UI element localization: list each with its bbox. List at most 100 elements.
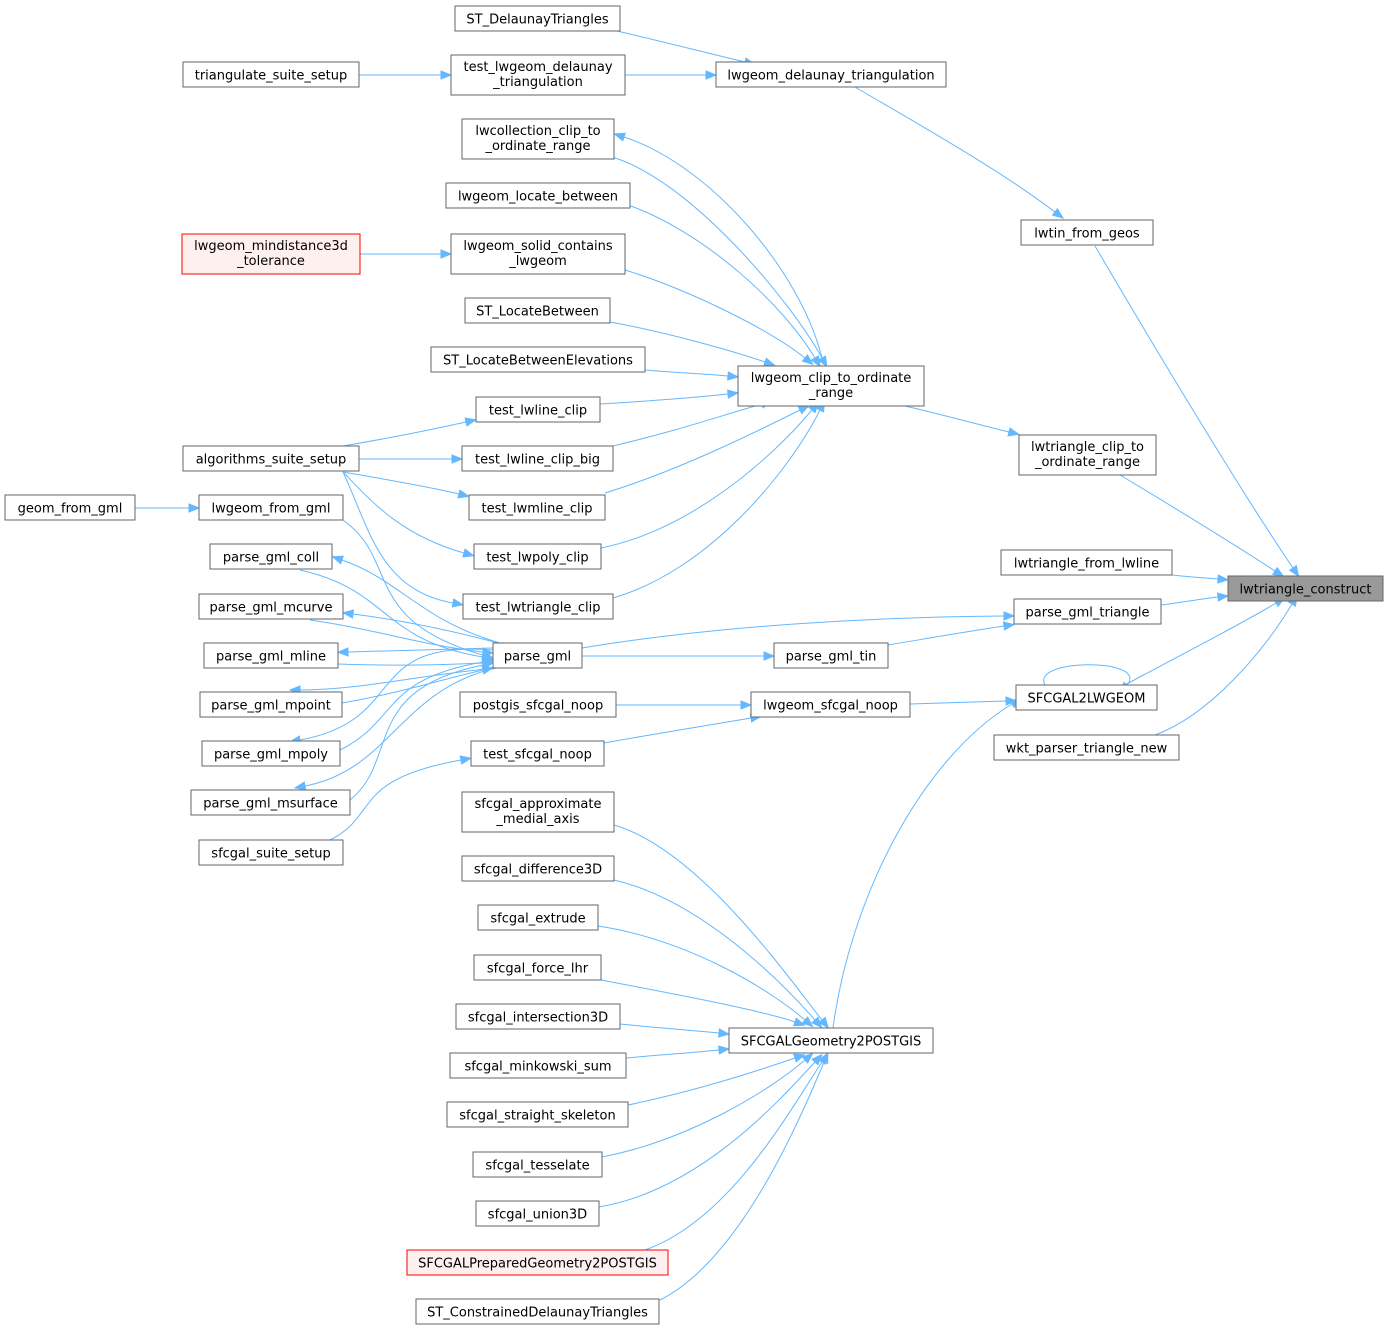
node-label: test_lwpoly_clip — [486, 551, 588, 566]
node-pg-sfcgal-noop[interactable]: postgis_sfcgal_noop — [459, 691, 617, 718]
node-label: parse_gml_tin — [786, 650, 877, 665]
node-mindist[interactable]: lwgeom_mindistance3d_tolerance — [181, 233, 361, 275]
edge-parse_gml-to-parse_gml_tin — [582, 651, 776, 661]
node-sfcgal-suite[interactable]: sfcgal_suite_setup — [198, 839, 344, 866]
node-box — [472, 1151, 603, 1178]
node-parse-gml-triangle[interactable]: parse_gml_triangle — [1013, 598, 1162, 625]
node-tri-from-lwline[interactable]: lwtriangle_from_lwline — [1000, 549, 1173, 576]
node-test-lwline-clip-big[interactable]: test_lwline_clip_big — [461, 445, 614, 472]
node-sfcgal2postgis[interactable]: SFCGALGeometry2POSTGIS — [728, 1027, 934, 1054]
node-test-delaunay[interactable]: test_lwgeom_delaunay_triangulation — [450, 54, 626, 96]
node-sfcgal-prep[interactable]: SFCGALPreparedGeometry2POSTGIS — [406, 1249, 669, 1276]
edge-line — [1119, 474, 1276, 572]
node-clip-ord[interactable]: lwgeom_clip_to_ordinate_range — [737, 365, 925, 407]
node-lwgeom-sfcgal-noop[interactable]: lwgeom_sfcgal_noop — [750, 691, 911, 718]
node-tri-clip[interactable]: lwtriangle_clip_to_ordinate_range — [1018, 434, 1157, 476]
node-sfcgal-extrude[interactable]: sfcgal_extrude — [477, 904, 599, 931]
node-parse-gml-tin[interactable]: parse_gml_tin — [773, 642, 889, 669]
node-label: lwtriangle_clip_to — [1031, 440, 1144, 455]
node-parse-gml[interactable]: parse_gml — [492, 642, 583, 669]
node-st-locate[interactable]: ST_LocateBetween — [464, 297, 611, 324]
arrowhead-icon — [792, 1053, 806, 1063]
edge-line — [598, 1061, 816, 1208]
node-box — [461, 791, 615, 833]
node-st-locate-elev[interactable]: ST_LocateBetweenElevations — [430, 346, 646, 373]
edge-line — [832, 703, 1013, 1029]
node-sfcgal-medial[interactable]: sfcgal_approximate_medial_axis — [461, 791, 615, 833]
edge-line — [613, 879, 816, 1021]
node-test-lwmline-clip[interactable]: test_lwmline_clip — [468, 494, 606, 521]
node-box — [446, 1101, 629, 1128]
arrowhead-icon — [810, 355, 821, 368]
node-geom-from-gml[interactable]: geom_from_gml — [4, 494, 136, 521]
node-test-lwtri-clip[interactable]: test_lwtriangle_clip — [462, 593, 614, 620]
node-st-cdt[interactable]: ST_ConstrainedDelaunayTriangles — [415, 1298, 660, 1325]
node-sfcgal-union[interactable]: sfcgal_union3D — [475, 1200, 600, 1227]
node-root[interactable]: lwtriangle_construct — [1227, 575, 1384, 602]
arrowhead-icon — [762, 357, 776, 367]
edge-line — [619, 1023, 720, 1034]
node-label: lwgeom_delaunay_triangulation — [727, 69, 934, 84]
node-parse-gml-mpoly[interactable]: parse_gml_mpoly — [201, 740, 341, 767]
node-parse-gml-mpoint[interactable]: parse_gml_mpoint — [199, 691, 343, 718]
node-box — [715, 61, 947, 88]
node-label: sfcgal_difference3D — [474, 863, 602, 878]
node-parse-gml-msurface[interactable]: parse_gml_msurface — [190, 789, 351, 816]
arrowhead-icon — [1002, 621, 1016, 631]
node-box — [450, 54, 626, 96]
node-test-lwline-clip[interactable]: test_lwline_clip — [475, 396, 601, 423]
node-box — [182, 61, 360, 88]
arrowhead-icon — [763, 651, 776, 661]
arrowhead-icon — [440, 249, 453, 259]
node-wkt-tri[interactable]: wkt_parser_triangle_new — [993, 734, 1180, 761]
node-box — [455, 1003, 621, 1030]
edge-line — [627, 1057, 796, 1106]
node-parse-gml-coll[interactable]: parse_gml_coll — [209, 543, 333, 570]
node-label: _ordinate_range — [484, 139, 590, 154]
edge-line — [1094, 245, 1294, 569]
node-sfcgal-diff[interactable]: sfcgal_difference3D — [461, 855, 615, 882]
node-test-lwpoly-clip[interactable]: test_lwpoly_clip — [473, 543, 602, 570]
edge-solid_contains-to-clip_ord — [624, 269, 814, 366]
edge-tri_suite-to-test_delaunay — [358, 70, 453, 80]
node-sfcgal-lhr[interactable]: sfcgal_force_lhr — [473, 954, 602, 981]
node-label: sfcgal_extrude — [490, 912, 585, 927]
arrowhead-icon — [801, 1016, 814, 1028]
node-label: parse_gml_mpoly — [214, 748, 328, 763]
node-lwgeom-from-gml[interactable]: lwgeom_from_gml — [198, 494, 344, 521]
node-box — [462, 593, 614, 620]
node-label: lwgeom_from_gml — [212, 502, 331, 517]
node-sfcgal-mink[interactable]: sfcgal_minkowski_sum — [449, 1052, 627, 1079]
node-tri-suite[interactable]: triangulate_suite_setup — [182, 61, 360, 88]
node-parse-gml-mline[interactable]: parse_gml_mline — [203, 642, 339, 669]
node-test-sfcgal-noop[interactable]: test_sfcgal_noop — [470, 740, 605, 767]
node-alg-suite[interactable]: algorithms_suite_setup — [182, 445, 360, 472]
node-solid-contains[interactable]: lwgeom_solid_contains_lwgeom — [450, 233, 626, 275]
edge-tri_clip-to-root — [1119, 474, 1285, 578]
node-lwcoll-clip[interactable]: lwcollection_clip_to_ordinate_range — [461, 118, 615, 160]
node-box — [473, 954, 602, 981]
node-label: postgis_sfcgal_noop — [473, 699, 603, 714]
node-st-delaunay[interactable]: ST_DelaunayTriangles — [454, 5, 621, 32]
edge-line — [597, 925, 806, 1021]
node-label: sfcgal_union3D — [488, 1208, 587, 1223]
node-label: sfcgal_straight_skeleton — [459, 1109, 615, 1124]
node-sfcgal-tess[interactable]: sfcgal_tesselate — [472, 1151, 603, 1178]
node-sfcgal-skel[interactable]: sfcgal_straight_skeleton — [446, 1101, 629, 1128]
node-box — [468, 494, 606, 521]
edge-alg_suite-to-test_lwtri_clip — [342, 471, 465, 608]
node-lwgeom-locate[interactable]: lwgeom_locate_between — [445, 182, 631, 209]
node-sfcgal2lwgeom[interactable]: SFCGAL2LWGEOM — [1015, 684, 1158, 711]
edge-line — [600, 979, 796, 1023]
node-sfcgal-inter[interactable]: sfcgal_intersection3D — [455, 1003, 621, 1030]
arrowhead-icon — [331, 555, 345, 565]
edge-lwgeom_locate-to-clip_ord — [627, 204, 821, 368]
node-lwgeom-delaunay[interactable]: lwgeom_delaunay_triangulation — [715, 61, 947, 88]
edge-pg_sfcgal_noop-to-lwgeom_sfcgal_noop — [616, 700, 753, 710]
edge-line — [612, 409, 821, 599]
node-label: test_lwmline_clip — [482, 502, 593, 517]
edge-test_sfcgal_noop-to-lwgeom_sfcgal_noop — [603, 713, 763, 744]
node-lwtin-geos[interactable]: lwtin_from_geos — [1020, 219, 1154, 246]
node-parse-gml-mcurve[interactable]: parse_gml_mcurve — [198, 593, 344, 620]
node-box — [415, 1298, 660, 1325]
